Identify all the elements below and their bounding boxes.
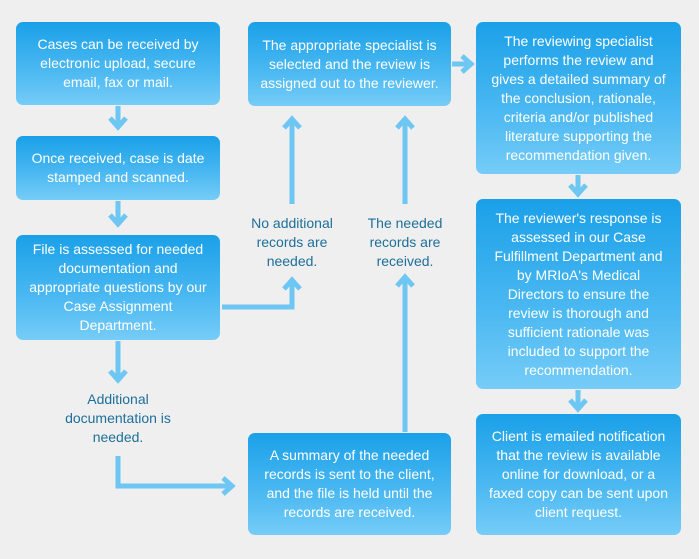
arrow-no-additional-to-specialist <box>282 115 302 204</box>
arrow-stamped-to-assessed <box>108 201 128 228</box>
arrow-additional-to-summary <box>115 456 236 496</box>
label-no-additional-records: No additional records are needed. <box>244 214 340 271</box>
box-client-notified: Client is emailed notification that the … <box>476 414 681 535</box>
label-needed-records-received: The needed records are received. <box>357 214 453 271</box>
arrow-specialist-to-review <box>452 54 475 74</box>
box-review-performed-text: The reviewing specialist performs the re… <box>491 32 666 163</box>
label-no-additional-records-text: No additional records are needed. <box>251 215 333 269</box>
arrow-review-to-response <box>568 175 588 198</box>
arrow-needed-received-to-specialist <box>395 115 415 204</box>
arrow-response-to-client <box>568 390 588 413</box>
box-response-assessed: The reviewer's response is assessed in o… <box>476 199 681 389</box>
arrow-received-to-stamped <box>108 106 128 131</box>
box-date-stamped: Once received, case is date stamped and … <box>16 136 220 200</box>
arrow-assessed-to-additional <box>108 341 128 384</box>
box-date-stamped-text: Once received, case is date stamped and … <box>31 150 205 185</box>
box-file-assessed-text: File is assessed for needed documentatio… <box>29 241 207 333</box>
box-summary-sent-text: A summary of the needed records is sent … <box>264 447 435 520</box>
box-summary-sent: A summary of the needed records is sent … <box>248 433 451 535</box>
box-cases-received: Cases can be received by electronic uplo… <box>16 22 220 105</box>
box-file-assessed: File is assessed for needed documentatio… <box>16 235 220 340</box>
box-specialist-selected-text: The appropriate specialist is selected a… <box>260 36 439 91</box>
box-cases-received-text: Cases can be received by electronic uplo… <box>37 36 199 90</box>
arrow-assessed-to-no-additional <box>222 276 302 310</box>
box-review-performed: The reviewing specialist performs the re… <box>476 22 681 174</box>
box-response-assessed-text: The reviewer's response is assessed in o… <box>494 209 663 378</box>
box-client-notified-text: Client is emailed notification that the … <box>488 428 669 520</box>
label-needed-records-received-text: The needed records are received. <box>367 215 443 269</box>
label-additional-documentation-text: Additional documentation is needed. <box>65 391 171 445</box>
arrow-summary-to-needed-received <box>395 273 415 432</box>
box-specialist-selected: The appropriate specialist is selected a… <box>248 22 451 106</box>
label-additional-documentation: Additional documentation is needed. <box>58 390 178 447</box>
